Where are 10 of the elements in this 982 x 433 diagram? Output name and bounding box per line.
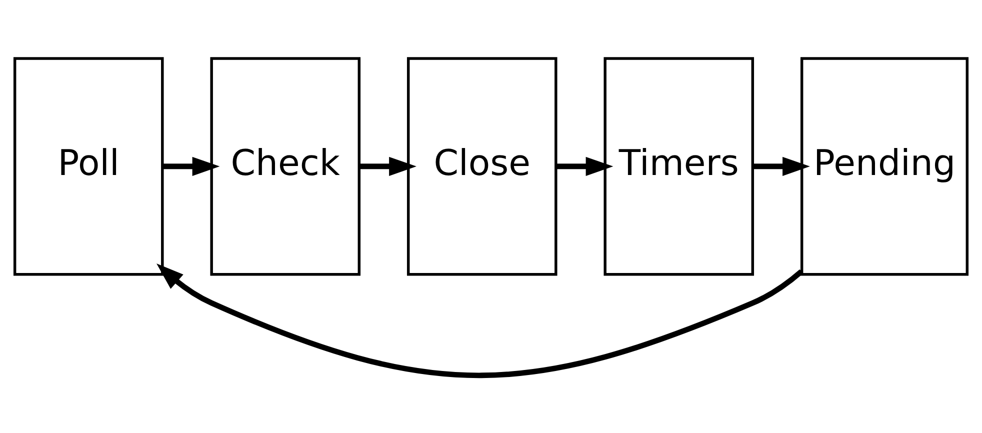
node-box: Poll [13, 56, 164, 276]
arrow [556, 156, 614, 176]
node-box: Pending [800, 56, 969, 276]
node-box: Timers [604, 56, 754, 276]
arrow [156, 263, 804, 378]
arrow [162, 156, 220, 176]
arrow [360, 156, 416, 176]
arrow [752, 156, 810, 176]
node-box: Close [406, 56, 558, 276]
node-box: Check [210, 56, 361, 276]
